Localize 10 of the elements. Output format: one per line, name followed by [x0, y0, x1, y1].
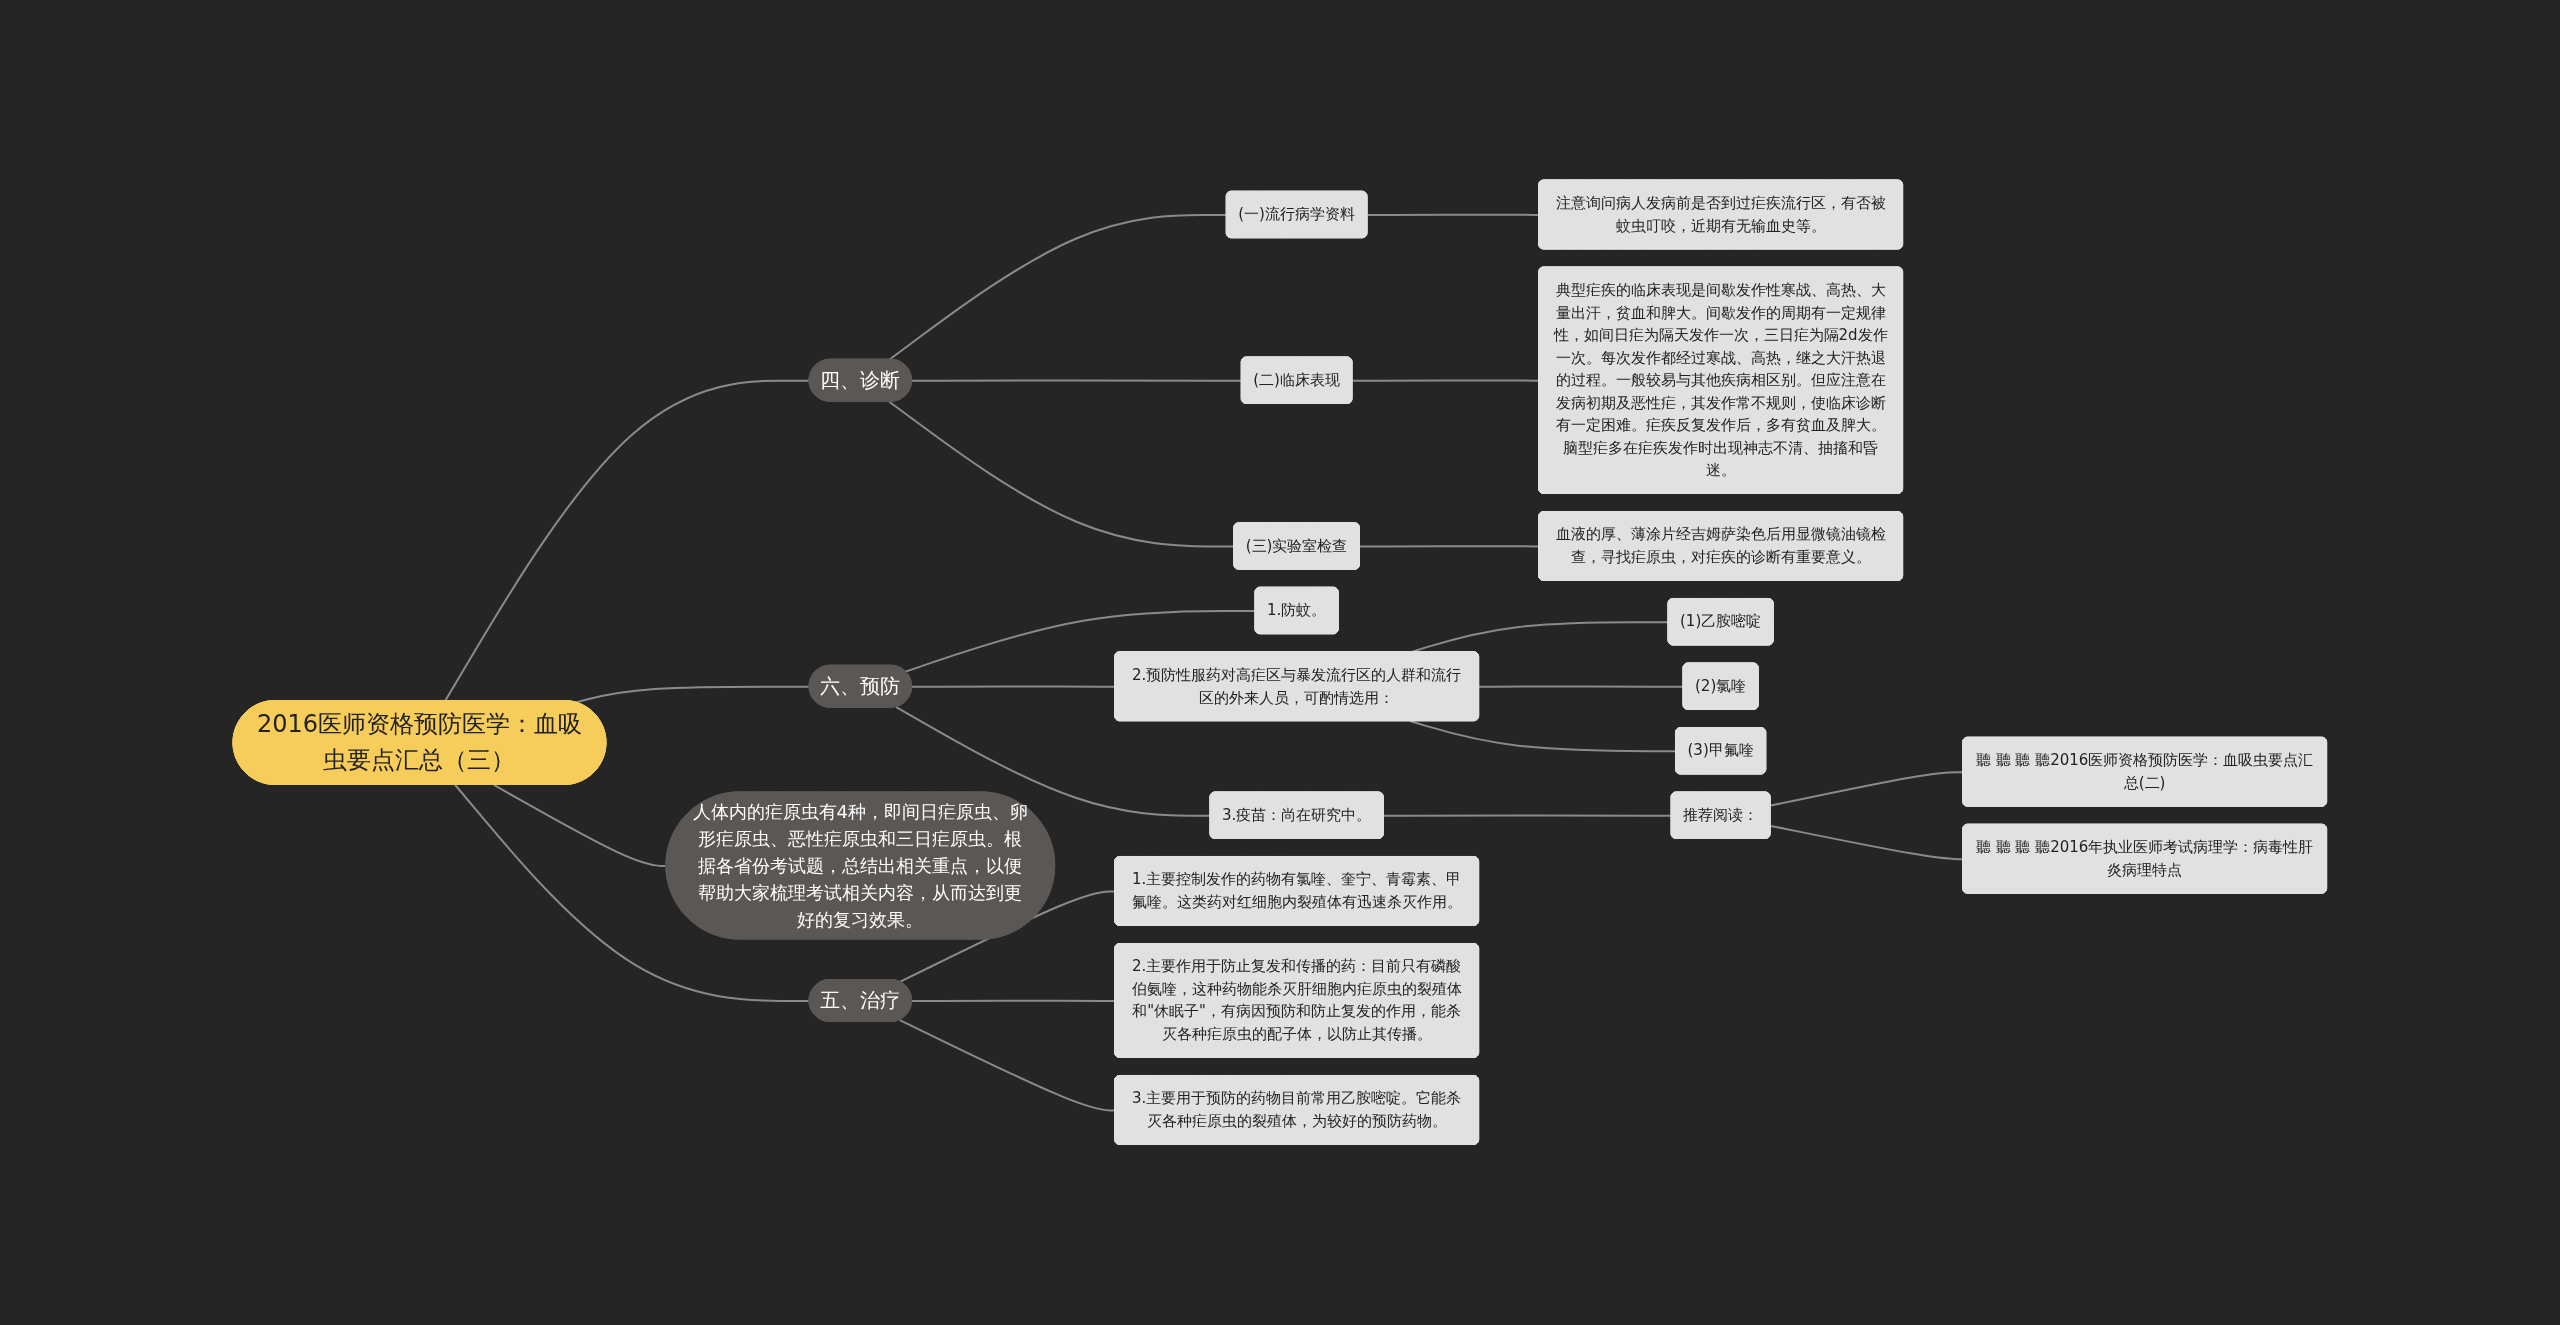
connector	[1478, 685, 1685, 688]
connector	[454, 784, 811, 1003]
connector	[574, 685, 811, 704]
connector	[904, 610, 1257, 673]
connector	[888, 214, 1228, 361]
connector	[895, 706, 1212, 817]
connector	[493, 784, 668, 868]
connector	[1382, 814, 1673, 817]
connector	[444, 379, 811, 703]
connector	[911, 379, 1243, 382]
